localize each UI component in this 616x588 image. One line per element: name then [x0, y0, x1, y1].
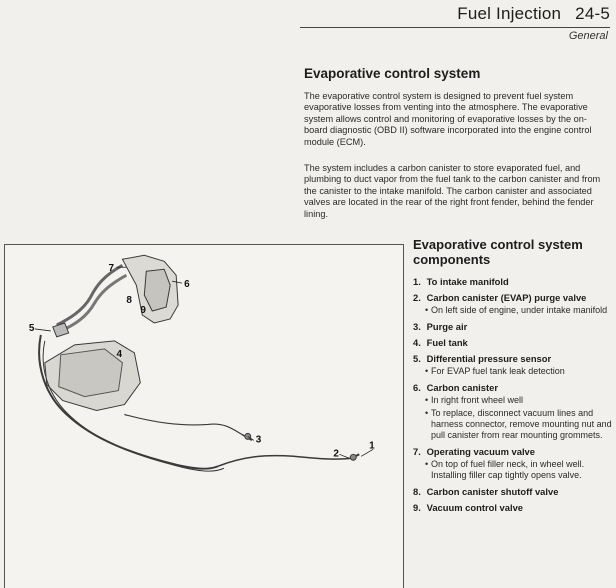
- component-number: 8.: [413, 486, 421, 497]
- component-item: 8. Carbon canister shutoff valve: [413, 486, 613, 497]
- evap-system-illustration: 1 2 3 4 5 6 7 8 9: [29, 254, 375, 472]
- component-number: 3.: [413, 321, 421, 332]
- component-note-text: On left side of engine, under intake man…: [431, 305, 608, 315]
- callout-1: 1: [369, 440, 375, 451]
- component-name: Carbon canister: [426, 382, 498, 393]
- system-paragraph: The system includes a carbon canister to…: [304, 163, 601, 219]
- component-name: Vacuum control valve: [426, 502, 523, 513]
- component-label: 2. Carbon canister (EVAP) purge valve: [413, 292, 613, 303]
- component-note: On left side of engine, under intake man…: [413, 305, 613, 316]
- component-label: 4. Fuel tank: [413, 337, 613, 348]
- chapter-title: Fuel Injection: [457, 4, 562, 23]
- component-item: 1. To intake manifold: [413, 276, 613, 287]
- component-note: For EVAP fuel tank leak detection: [413, 366, 613, 377]
- component-note: To replace, disconnect vacuum lines and …: [413, 408, 613, 441]
- component-item: 6. Carbon canister In right front wheel w…: [413, 382, 613, 441]
- component-number: 1.: [413, 276, 421, 287]
- component-number: 7.: [413, 446, 421, 457]
- component-label: 7. Operating vacuum valve: [413, 446, 613, 457]
- components-title: Evaporative control system components: [413, 237, 583, 267]
- callout-2: 2: [333, 448, 339, 459]
- component-label: 5. Differential pressure sensor: [413, 353, 613, 364]
- page-header: Fuel Injection 24-5: [457, 4, 610, 24]
- component-number: 2.: [413, 292, 421, 303]
- callout-8: 8: [126, 295, 132, 306]
- component-name: Purge air: [426, 321, 468, 332]
- component-item: 2. Carbon canister (EVAP) purge valve On …: [413, 292, 613, 316]
- section-subtitle: General: [568, 30, 608, 42]
- component-number: 6.: [413, 382, 421, 393]
- component-number: 4.: [413, 337, 421, 348]
- callout-3: 3: [256, 434, 262, 445]
- callout-6: 6: [184, 279, 190, 290]
- component-label: 6. Carbon canister: [413, 382, 613, 393]
- callout-5: 5: [29, 323, 35, 334]
- component-name: Operating vacuum valve: [426, 446, 535, 457]
- component-item: 9. Vacuum control valve: [413, 502, 613, 513]
- components-list: 1. To intake manifold 2. Carbon canister …: [413, 276, 613, 518]
- component-label: 3. Purge air: [413, 321, 613, 332]
- component-item: 7. Operating vacuum valve On top of fuel …: [413, 446, 613, 481]
- component-label: 8. Carbon canister shutoff valve: [413, 486, 613, 497]
- callout-7: 7: [108, 263, 114, 274]
- component-name: Differential pressure sensor: [426, 353, 552, 364]
- header-divider: [300, 27, 610, 28]
- component-item: 3. Purge air: [413, 321, 613, 332]
- component-name: Carbon canister (EVAP) purge valve: [426, 292, 587, 303]
- component-label: 1. To intake manifold: [413, 276, 613, 287]
- callout-9: 9: [140, 305, 146, 316]
- section-number: 24-5: [575, 4, 610, 23]
- component-label: 9. Vacuum control valve: [413, 502, 613, 513]
- component-name: Fuel tank: [426, 337, 468, 348]
- component-note-text: In right front wheel well: [431, 395, 524, 405]
- component-item: 4. Fuel tank: [413, 337, 613, 348]
- evap-system-figure: 1 2 3 4 5 6 7 8 9: [4, 244, 404, 588]
- intro-paragraph: The evaporative control system is design…: [304, 91, 592, 147]
- page-title: Evaporative control system: [304, 66, 481, 81]
- component-name: To intake manifold: [426, 276, 509, 287]
- component-note: In right front wheel well: [413, 395, 613, 406]
- component-number: 9.: [413, 502, 421, 513]
- component-note-text: For EVAP fuel tank leak detection: [431, 366, 565, 376]
- component-name: Carbon canister shutoff valve: [426, 486, 559, 497]
- component-note-text: On top of fuel filler neck, in wheel wel…: [431, 459, 585, 480]
- component-note: On top of fuel filler neck, in wheel wel…: [413, 459, 613, 481]
- component-item: 5. Differential pressure sensorFor EVAP …: [413, 353, 613, 377]
- callout-4: 4: [116, 349, 122, 360]
- component-number: 5.: [413, 353, 421, 364]
- component-note-text: To replace, disconnect vacuum lines and …: [431, 408, 612, 440]
